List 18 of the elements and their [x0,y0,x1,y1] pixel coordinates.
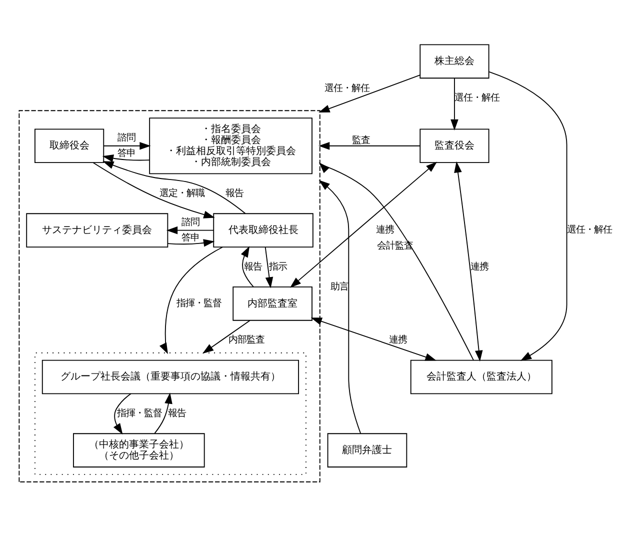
edge-label: 報告 [168,407,186,418]
edge-label: 内部監査 [228,334,265,346]
edge-label: 選任・解任 [324,82,370,94]
edge-label: 選任・解任 [567,224,612,236]
edge-label: 諮問 [182,216,200,228]
edge-label: 監査 [352,134,370,146]
edge-label: 答申 [118,148,136,159]
edge-label: 指示 [269,260,288,272]
edge-label: 報告 [244,260,262,272]
edge-label: 報告 [226,188,244,198]
edge-label: 諮問 [118,132,136,143]
edge-label: 連携 [388,334,407,346]
edge-label: 答申 [182,232,200,244]
edge-label: 連携 [470,260,489,272]
edge-label: 選定・解職 [160,188,205,198]
edge-label: 連携 [376,224,394,236]
edge-label: 指揮・監督 [176,297,222,308]
edge-label: 指揮・監督 [116,407,162,418]
